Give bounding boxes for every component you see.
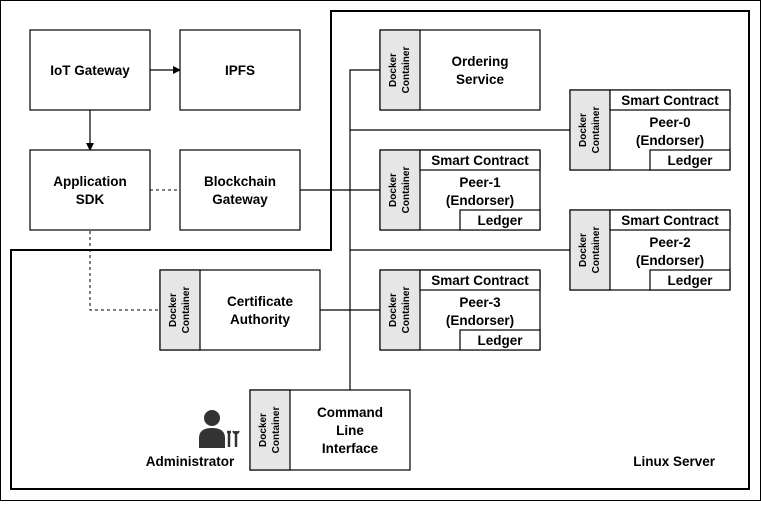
docker-label-line2: Container: [591, 227, 602, 274]
ordering-service-node: Docker Container Ordering Service: [379, 29, 541, 111]
linux-server-region: [10, 10, 750, 490]
command-line-interface-node: Docker Container Command Line Interface: [249, 389, 411, 471]
certificate-authority-line1: Certificate: [227, 294, 294, 309]
iot-gateway-node: IoT Gateway: [29, 29, 151, 111]
peer-1-name: Peer-1: [459, 175, 501, 190]
blockchain-gateway-node: Blockchain Gateway: [179, 149, 301, 231]
line-backbone: [349, 69, 380, 390]
ordering-service-line1: Ordering: [451, 54, 508, 69]
cli-line1: Command: [317, 405, 383, 420]
docker-label-line1: Docker: [578, 233, 589, 267]
peer-0-contract: Smart Contract: [621, 93, 719, 108]
docker-label-line1: Docker: [168, 293, 179, 327]
peer-0-role: (Endorser): [636, 133, 704, 148]
certificate-authority-line2: Authority: [230, 312, 290, 327]
peer-2-role: (Endorser): [636, 253, 704, 268]
peer-3-name: Peer-3: [459, 295, 501, 310]
peer-3-ledger: Ledger: [477, 333, 523, 348]
docker-label-line2: Container: [401, 47, 412, 94]
docker-label-line2: Container: [401, 167, 412, 214]
docker-label-line2: Container: [401, 287, 412, 334]
cli-line2: Line: [336, 423, 364, 438]
cli-line3: Interface: [322, 441, 379, 456]
blockchain-gateway-line2: Gateway: [212, 192, 268, 207]
certificate-authority-node: Docker Container Certificate Authority: [159, 269, 321, 351]
docker-label-line2: Container: [181, 287, 192, 334]
peer-3-contract: Smart Contract: [431, 273, 529, 288]
ipfs-node: IPFS: [179, 29, 301, 111]
peer-2-ledger: Ledger: [667, 273, 713, 288]
peer-1-contract: Smart Contract: [431, 153, 529, 168]
docker-label-line2: Container: [591, 107, 602, 154]
iot-gateway-label: IoT Gateway: [50, 63, 130, 78]
docker-label-line1: Docker: [388, 173, 399, 207]
peer-0-node: Docker Container Smart Contract Peer-0 (…: [569, 89, 731, 171]
peer-0-ledger: Ledger: [667, 153, 713, 168]
docker-label-line1: Docker: [388, 293, 399, 327]
docker-label-line1: Docker: [258, 413, 269, 447]
peer-2-name: Peer-2: [649, 235, 690, 250]
linux-server-label: Linux Server: [633, 454, 716, 469]
peer-1-ledger: Ledger: [477, 213, 523, 228]
ordering-service-line2: Service: [456, 72, 505, 87]
peer-2-node: Docker Container Smart Contract Peer-2 (…: [569, 209, 731, 291]
docker-label-line1: Docker: [578, 113, 589, 147]
peer-2-contract: Smart Contract: [621, 213, 719, 228]
administrator-label: Administrator: [146, 454, 235, 469]
ipfs-label: IPFS: [225, 63, 255, 78]
peer-0-name: Peer-0: [649, 115, 690, 130]
administrator-icon: [199, 410, 240, 448]
peer-1-role: (Endorser): [446, 193, 514, 208]
application-sdk-line2: SDK: [76, 192, 105, 207]
peer-3-role: (Endorser): [446, 313, 514, 328]
application-sdk-node: Application SDK: [29, 149, 151, 231]
application-sdk-line1: Application: [53, 174, 127, 189]
peer-3-node: Docker Container Smart Contract Peer-3 (…: [379, 269, 541, 351]
peer-1-node: Docker Container Smart Contract Peer-1 (…: [379, 149, 541, 231]
docker-label-line2: Container: [271, 407, 282, 454]
dashed-sdk-to-ca: [89, 231, 160, 311]
docker-label-line1: Docker: [388, 53, 399, 87]
blockchain-gateway-line1: Blockchain: [204, 174, 276, 189]
